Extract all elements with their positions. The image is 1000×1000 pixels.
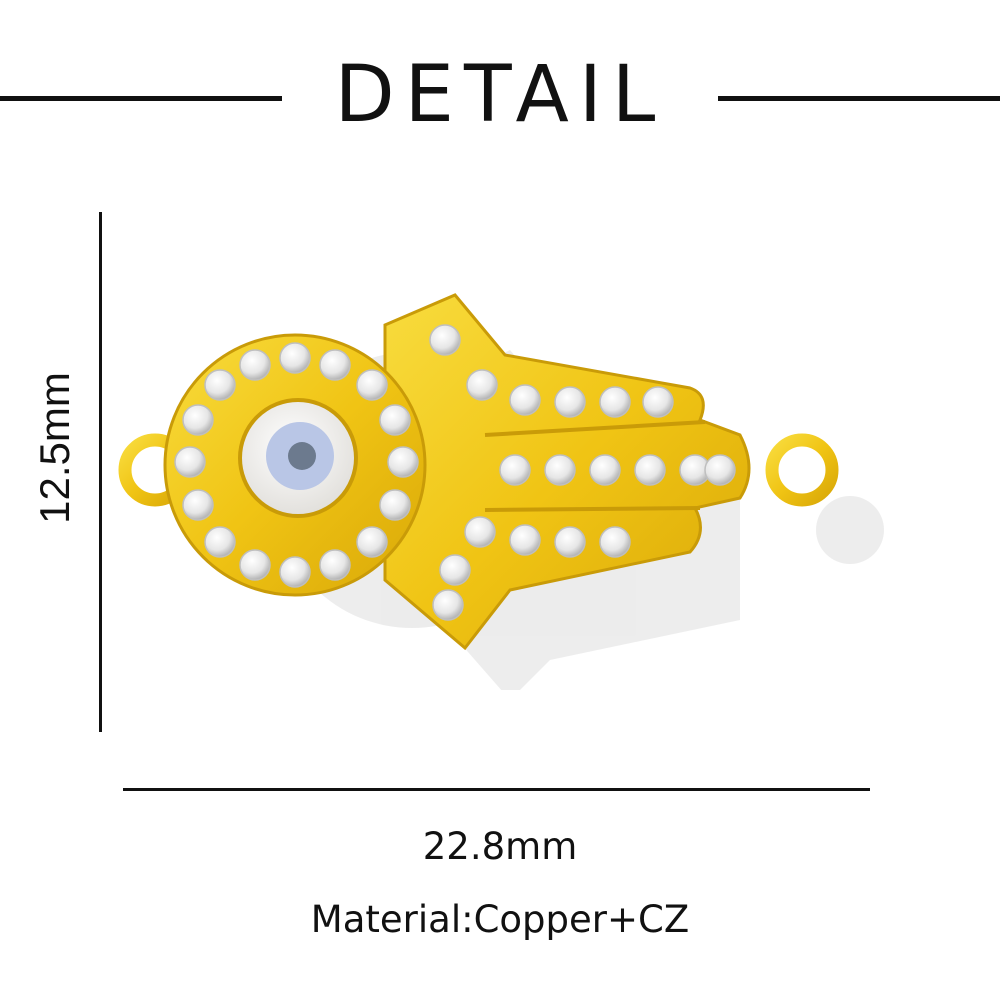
material-label: Material:Copper+CZ [310,898,690,941]
ring-gems [174,342,419,588]
finger-gems [429,324,736,621]
product-image [110,270,910,700]
header-rule-right [718,96,1000,101]
page-title: DETAIL [334,50,666,140]
right-jump-ring [765,433,839,507]
evil-eye-pupil [288,442,316,470]
finger-lines [484,420,706,512]
width-dimension-label: 22.8mm [422,825,578,868]
width-dimension-line [123,788,870,791]
height-dimension-label: 12.5mm [31,372,78,524]
hamsa-evil-eye-connector-icon [118,293,884,700]
header-rule-left [0,96,282,101]
height-dimension-line [99,212,102,732]
